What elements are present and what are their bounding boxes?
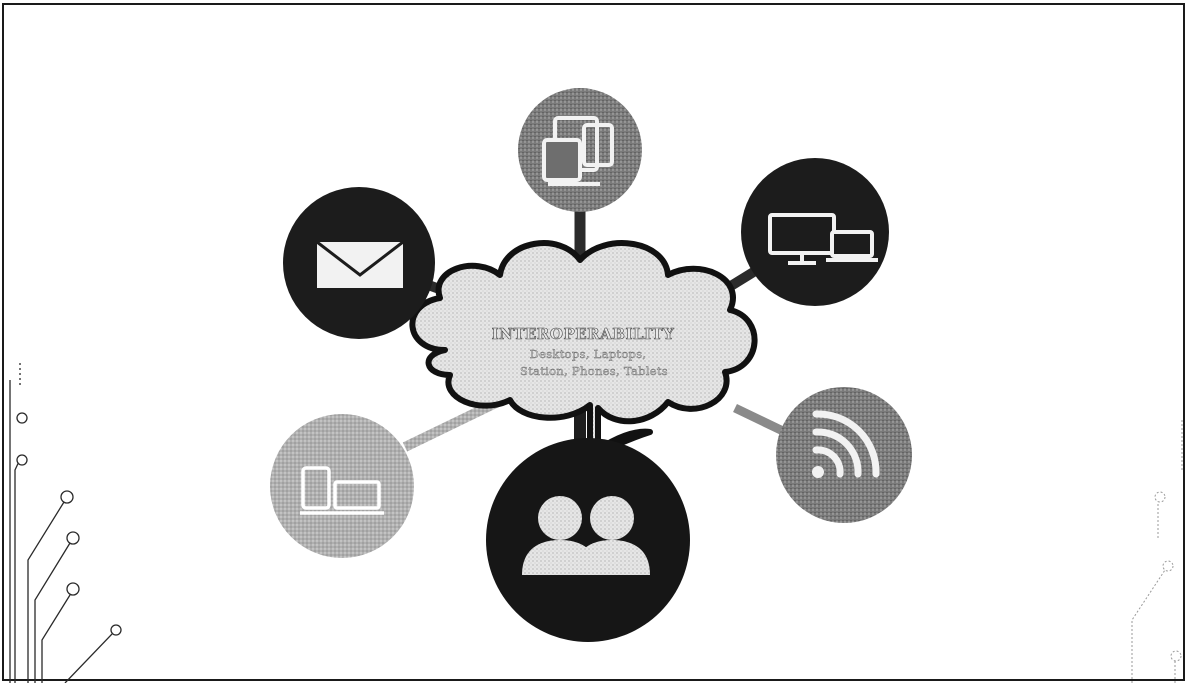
devices-icon xyxy=(300,466,384,515)
center-title: INTEROPERABILITY xyxy=(492,325,675,343)
node-desktop-laptop xyxy=(741,158,889,306)
center-subtitle-line1: Desktops, Laptops, xyxy=(530,347,647,361)
node-email xyxy=(283,187,435,339)
desktop-laptop-icon xyxy=(768,213,878,265)
users-icon xyxy=(522,496,650,575)
wifi-icon xyxy=(812,410,880,478)
center-subtitle-line2: Station, Phones, Tablets xyxy=(520,364,668,378)
devices-icon xyxy=(542,116,614,186)
circuit-decoration-left xyxy=(9,360,122,683)
node-users xyxy=(486,438,690,642)
center-cloud: INTEROPERABILITY Desktops, Laptops, Stat… xyxy=(409,240,758,461)
node-devices-top xyxy=(518,88,642,212)
envelope-icon xyxy=(316,240,404,288)
node-devices-left xyxy=(270,414,414,558)
node-wifi xyxy=(776,387,912,523)
circuit-decoration-right xyxy=(1131,420,1183,683)
